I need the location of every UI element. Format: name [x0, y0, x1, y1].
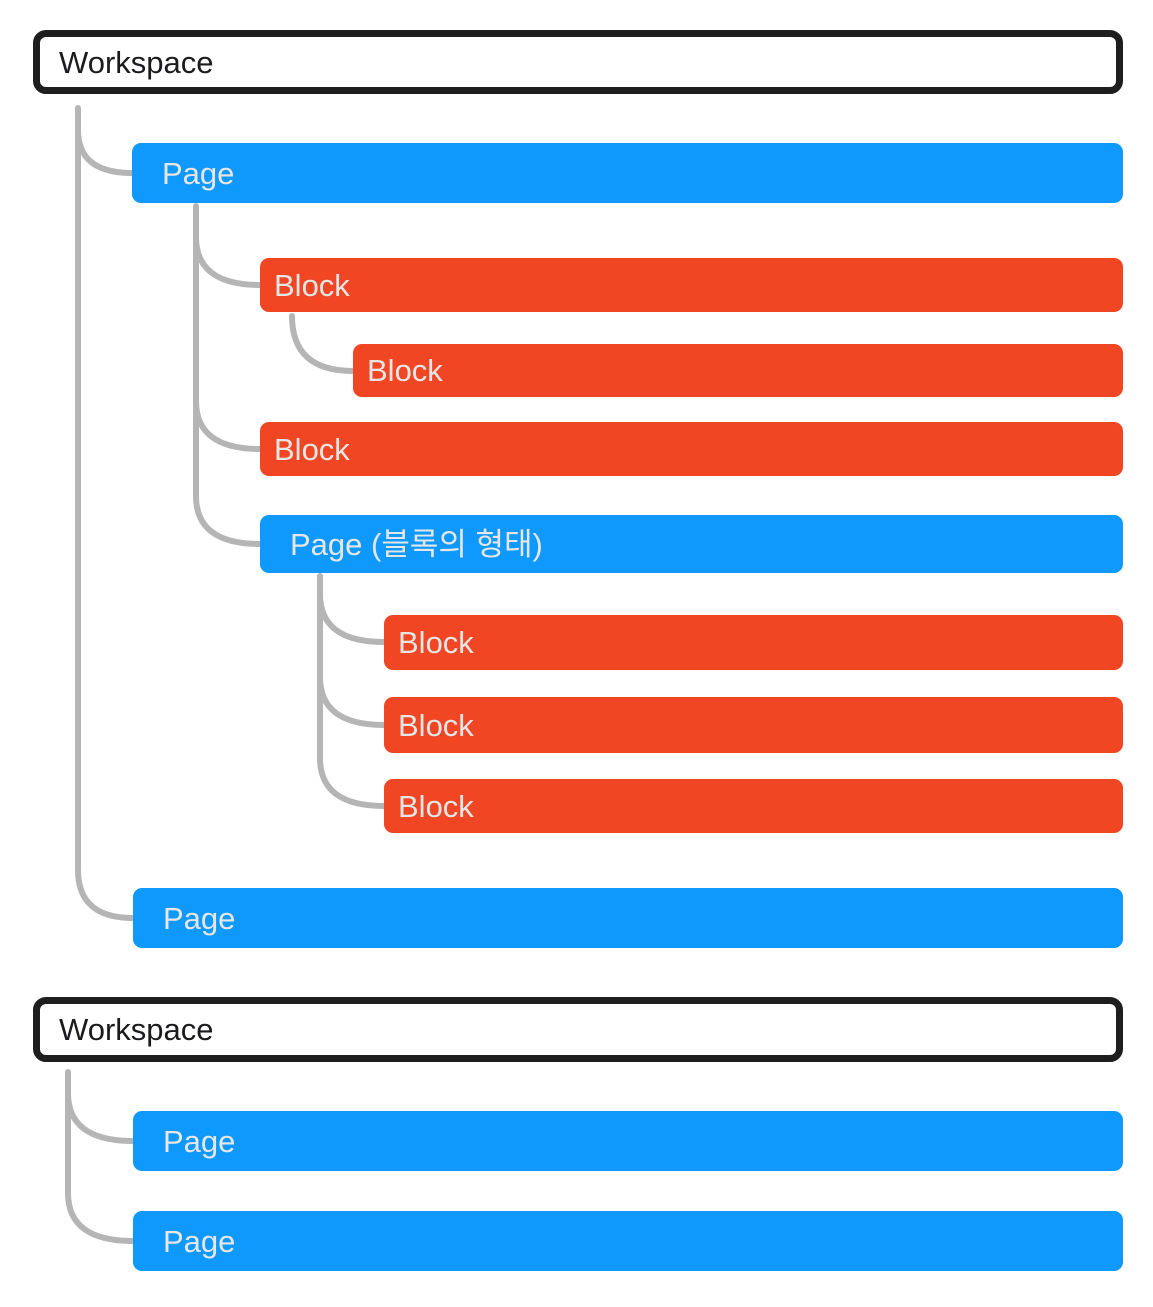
page-2-node: Page: [133, 888, 1123, 948]
connector-page1-to-block1: [193, 234, 263, 288]
connector-page-block-form-to-block4: [317, 674, 387, 728]
connector-workspace1-to-page1: [75, 127, 135, 176]
connector-page-block-form-trunk: [317, 573, 387, 809]
page-3-node: Page: [133, 1111, 1123, 1171]
connector-page-block-form-to-block3: [317, 591, 387, 645]
page-4-node: Page: [133, 1211, 1123, 1271]
connector-page1-trunk: [193, 203, 263, 547]
page-block-form-node: Page (블록의 형태): [260, 515, 1123, 573]
connector-workspace2-to-page3: [65, 1090, 136, 1144]
block-5-node: Block: [384, 779, 1123, 833]
connector-workspace2-trunk: [65, 1069, 136, 1244]
connector-block1-to-nested-block: [289, 313, 356, 374]
connector-workspace1-trunk: [75, 105, 136, 921]
block-4-node: Block: [384, 697, 1123, 753]
nested-block-node: Block: [353, 344, 1123, 397]
block-3-node: Block: [384, 615, 1123, 670]
workspace-2-node: Workspace: [33, 997, 1123, 1062]
page-1-node: Page: [132, 143, 1123, 203]
workspace-1-node: Workspace: [33, 30, 1123, 94]
connector-page1-to-block2: [193, 398, 263, 452]
block-2-node: Block: [260, 422, 1123, 476]
block-1-node: Block: [260, 258, 1123, 312]
